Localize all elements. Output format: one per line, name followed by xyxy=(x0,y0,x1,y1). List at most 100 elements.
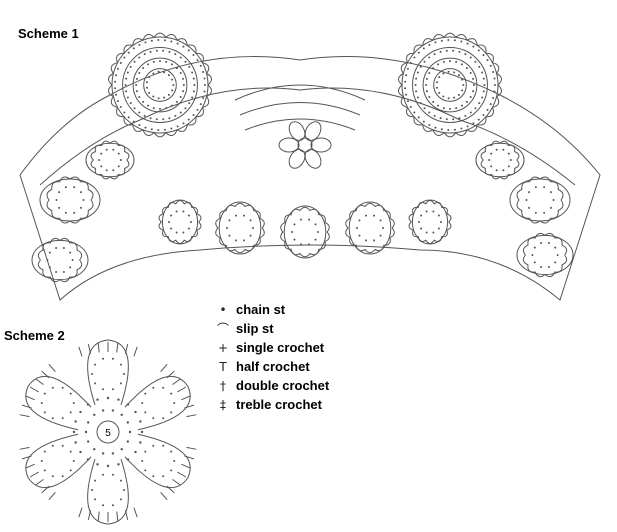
chain-dot xyxy=(192,53,195,56)
chain-dot xyxy=(142,100,145,103)
chain-dot xyxy=(126,440,130,443)
chain-dot xyxy=(133,60,136,63)
petal-stitch xyxy=(166,485,175,494)
chain-dot xyxy=(188,102,191,105)
chain-dot xyxy=(202,96,205,99)
chain-dot xyxy=(119,106,122,109)
chain-dot xyxy=(428,43,431,46)
chain-dot xyxy=(190,221,192,223)
chain-dot xyxy=(439,117,442,120)
chain-dot xyxy=(445,49,448,52)
chain-dot xyxy=(173,460,176,462)
chain-dot xyxy=(127,116,130,119)
chain-dot xyxy=(162,386,165,389)
chain-dot xyxy=(418,221,420,223)
chain-dot xyxy=(533,261,536,264)
chain-dot xyxy=(144,392,147,395)
legend-label-double: double crochet xyxy=(236,378,330,393)
chain-dot xyxy=(556,254,559,256)
chain-dot xyxy=(481,96,484,99)
chain-dot xyxy=(489,103,492,106)
single-crochet-symbol-icon: + xyxy=(217,340,229,355)
chain-dot xyxy=(51,386,54,389)
chain-dot xyxy=(442,72,445,75)
scallop-loop xyxy=(522,232,568,278)
legend-label-chain: chain st xyxy=(236,302,286,317)
chain-dot xyxy=(461,89,464,92)
scallop-loop xyxy=(90,140,130,180)
chain-dot xyxy=(447,39,450,42)
chain-dot xyxy=(43,411,46,414)
petal-stitch xyxy=(116,342,119,353)
chain-dot xyxy=(55,199,58,201)
petal-stitch xyxy=(124,344,129,355)
chain-dot xyxy=(416,96,419,99)
chain-dot xyxy=(293,223,296,226)
chain-dot xyxy=(469,111,472,114)
chain-dot xyxy=(61,417,64,420)
chain-dot xyxy=(434,126,437,129)
chain-dot xyxy=(447,97,450,100)
motif-ring xyxy=(433,68,467,102)
chain-dot xyxy=(228,234,231,237)
chain-dot xyxy=(543,186,546,189)
chain-dot xyxy=(148,76,151,79)
chain-dot xyxy=(73,186,76,189)
chain-dot xyxy=(72,430,76,434)
chain-dot xyxy=(437,63,440,66)
chain-dot xyxy=(502,148,505,151)
chain-dot xyxy=(145,86,148,89)
chain-dot xyxy=(478,102,481,105)
chain-dot xyxy=(159,107,161,110)
chain-dot xyxy=(112,148,115,151)
legend-label-slip: slip st xyxy=(236,321,274,336)
chain-dot xyxy=(472,77,475,80)
chain-dot xyxy=(182,84,185,86)
chain-dot xyxy=(163,39,166,42)
petal-stitch xyxy=(181,463,191,469)
chain-dot xyxy=(102,504,105,507)
petal-stitch xyxy=(186,446,197,450)
chain-dot xyxy=(477,49,480,52)
chain-dot xyxy=(252,227,254,229)
chain-dot xyxy=(55,247,58,250)
petal-stitch xyxy=(133,507,138,518)
chain-dot xyxy=(433,114,436,117)
petal-stitch xyxy=(21,404,32,409)
collar-top-arc xyxy=(244,118,356,131)
chain-dot xyxy=(117,398,120,401)
chain-dot xyxy=(428,124,431,127)
chain-dot xyxy=(79,206,82,209)
chain-dot xyxy=(120,413,123,416)
chain-dot xyxy=(138,72,141,75)
chain-dot xyxy=(157,97,160,100)
chain-dot xyxy=(162,444,165,447)
scheme-2-title: Scheme 2 xyxy=(4,328,65,343)
chain-dot xyxy=(474,107,477,110)
chain-dot xyxy=(170,227,173,230)
chain-dot xyxy=(132,120,135,123)
chain-dot xyxy=(472,84,475,86)
legend-row-double: † double crochet xyxy=(212,376,329,395)
flower-petal xyxy=(304,121,322,141)
chain-dot xyxy=(179,72,182,75)
chain-dot xyxy=(187,118,190,121)
petal-stitch xyxy=(87,509,92,520)
legend: • chain st ⌒ slip st + single crochet T … xyxy=(212,300,329,414)
chain-dot xyxy=(120,448,123,451)
chain-dot xyxy=(543,211,546,214)
legend-row-half: T half crochet xyxy=(212,357,329,376)
chain-dot xyxy=(138,56,141,59)
petal-stitch xyxy=(41,485,50,494)
chain-dot xyxy=(43,392,46,395)
chain-dot xyxy=(482,77,485,80)
chain-dot xyxy=(51,475,54,478)
chain-dot xyxy=(547,242,550,245)
chain-dot xyxy=(94,363,97,366)
chain-dot xyxy=(123,56,126,59)
chain-dot xyxy=(138,43,141,46)
petal-stitch xyxy=(116,511,119,522)
chain-dot xyxy=(74,441,77,444)
chain-dot xyxy=(170,469,173,472)
motif-ring xyxy=(143,68,177,102)
